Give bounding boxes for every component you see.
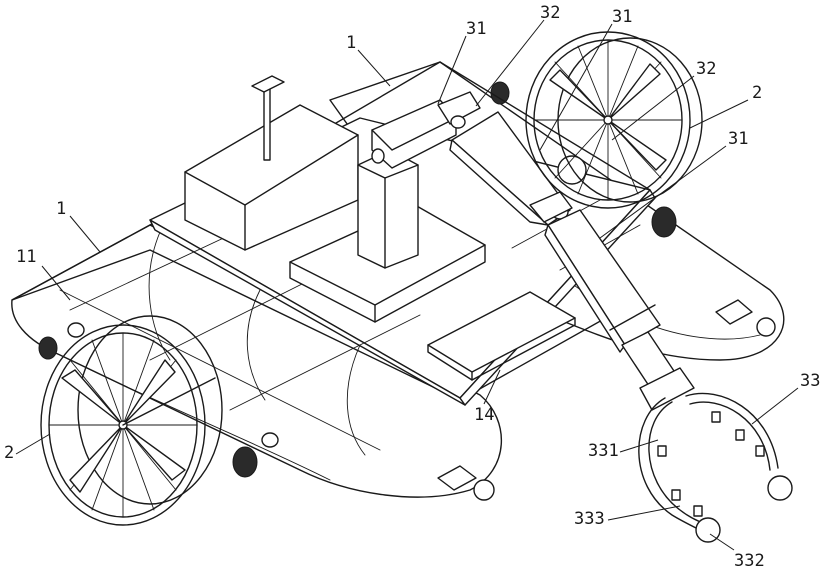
- label-31-c: 31: [728, 129, 748, 149]
- label-11: 11: [16, 247, 36, 267]
- label-1-top: 1: [346, 33, 356, 53]
- label-1-left: 1: [56, 199, 66, 219]
- label-32-a: 32: [540, 3, 560, 23]
- label-331: 331: [588, 441, 619, 461]
- label-332: 332: [734, 551, 765, 571]
- label-32-b: 32: [696, 59, 716, 79]
- label-33: 33: [800, 371, 820, 391]
- label-2-right: 2: [752, 83, 762, 103]
- label-31-a: 31: [466, 19, 486, 39]
- label-14: 14: [474, 405, 494, 425]
- label-31-b: 31: [612, 7, 632, 27]
- label-333: 333: [574, 509, 605, 529]
- gripper: [639, 393, 792, 542]
- label-2-left: 2: [4, 443, 14, 463]
